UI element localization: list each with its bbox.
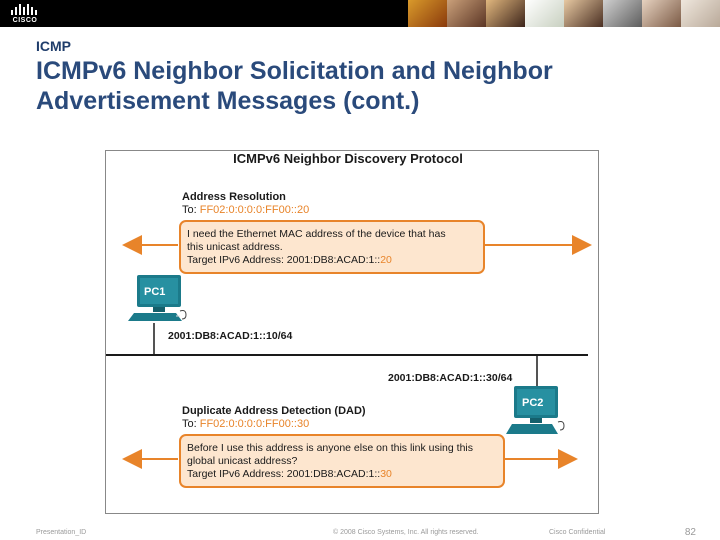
dad-message-box bbox=[179, 434, 505, 488]
photo-tile bbox=[408, 0, 447, 27]
footer-confidential: Cisco Confidential bbox=[549, 529, 606, 536]
pc2-label: PC2 bbox=[522, 397, 543, 409]
pc1-address: 2001:DB8:ACAD:1::10/64 bbox=[168, 330, 292, 342]
cisco-logo: CISCO bbox=[8, 4, 42, 24]
cisco-bars-icon bbox=[11, 4, 37, 15]
dad-to-suffix: ::30 bbox=[291, 418, 309, 430]
target-suffix: 20 bbox=[380, 254, 392, 266]
dad-target-prefix: Target IPv6 Address: 2001:DB8:ACAD:1:: bbox=[187, 468, 380, 480]
dad-target: Target IPv6 Address: 2001:DB8:ACAD:1::30 bbox=[187, 468, 392, 480]
address-resolution-target: Target IPv6 Address: 2001:DB8:ACAD:1::20 bbox=[187, 254, 392, 266]
photo-tile bbox=[447, 0, 486, 27]
ndp-diagram: ICMPv6 Neighbor Discovery Protocol Addre… bbox=[105, 150, 599, 514]
to-prefix: To: bbox=[182, 204, 200, 216]
photo-tile bbox=[486, 0, 525, 27]
to-multicast-address: FF02:0:0:0:0:FF00 bbox=[200, 204, 291, 216]
photo-tile bbox=[564, 0, 603, 27]
pc1-computer-icon bbox=[128, 275, 187, 321]
address-resolution-message-box bbox=[179, 220, 485, 274]
dad-message-line2: global unicast address? bbox=[187, 455, 297, 467]
dad-message-line1: Before I use this address is anyone else… bbox=[187, 442, 473, 454]
dad-to-prefix: To: bbox=[182, 418, 200, 430]
to-suffix: ::20 bbox=[291, 204, 309, 216]
address-resolution-heading: Address Resolution bbox=[182, 191, 286, 203]
photo-tile bbox=[642, 0, 681, 27]
pc1-label: PC1 bbox=[144, 286, 165, 298]
page-title: ICMPv6 Neighbor Solicitation and Neighbo… bbox=[36, 57, 553, 115]
pc2-computer-icon bbox=[506, 386, 565, 434]
address-resolution-to: To: FF02:0:0:0:0:FF00::20 bbox=[182, 204, 309, 216]
dad-heading: Duplicate Address Detection (DAD) bbox=[182, 405, 366, 417]
photo-tile bbox=[525, 0, 564, 27]
top-banner: CISCO bbox=[0, 0, 720, 27]
section-label: ICMP bbox=[36, 38, 71, 54]
dad-target-suffix: 30 bbox=[380, 468, 392, 480]
page-number: 82 bbox=[684, 527, 696, 538]
target-prefix: Target IPv6 Address: 2001:DB8:ACAD:1:: bbox=[187, 254, 380, 266]
address-resolution-message-line1: I need the Ethernet MAC address of the d… bbox=[187, 228, 446, 240]
dad-to: To: FF02:0:0:0:0:FF00::30 bbox=[182, 418, 309, 430]
diagram-title: ICMPv6 Neighbor Discovery Protocol bbox=[233, 151, 463, 166]
photo-tile bbox=[681, 0, 720, 27]
photo-tile bbox=[603, 0, 642, 27]
address-resolution-message-line2: this unicast address. bbox=[187, 241, 283, 253]
photo-strip bbox=[408, 0, 720, 27]
footer-presentation-id: Presentation_ID bbox=[36, 529, 87, 536]
footer-copyright: © 2008 Cisco Systems, Inc. All rights re… bbox=[333, 529, 479, 536]
diagram-canvas: ICMPv6 Neighbor Discovery Protocol Addre… bbox=[106, 151, 592, 488]
logo-text: CISCO bbox=[12, 17, 38, 24]
pc2-address: 2001:DB8:ACAD:1::30/64 bbox=[388, 372, 512, 384]
dad-to-multicast-address: FF02:0:0:0:0:FF00 bbox=[200, 418, 291, 430]
